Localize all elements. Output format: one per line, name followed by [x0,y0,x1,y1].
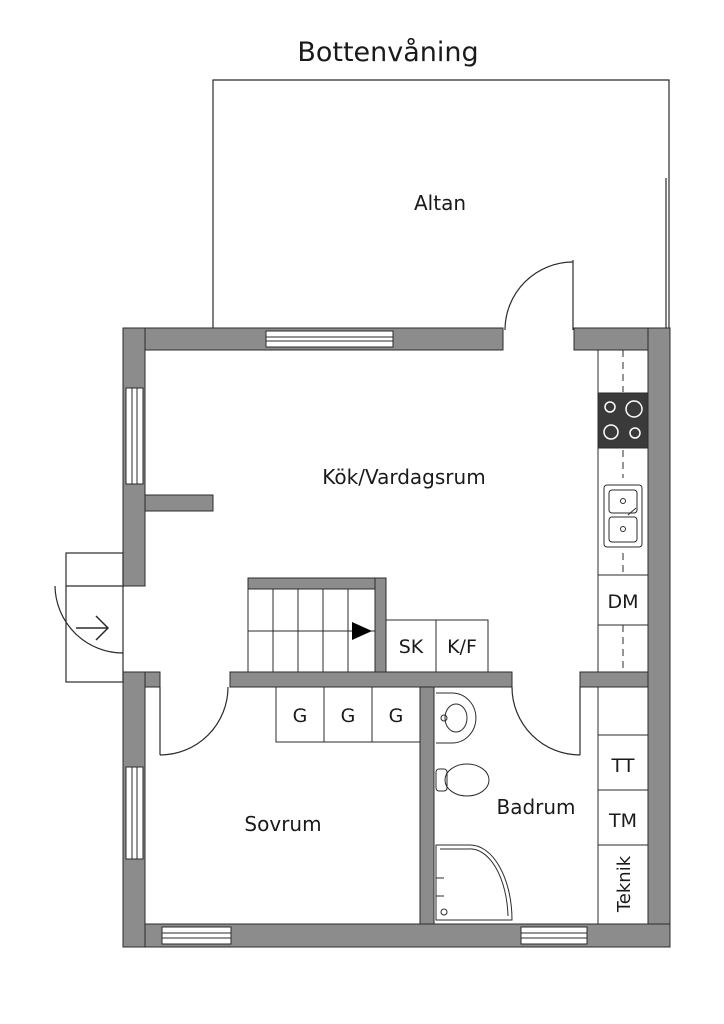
window-left-bedroom [125,766,144,860]
wardrobe-label: G [341,705,356,727]
dishwasher-label: DM [607,591,638,613]
window-left-kitchen [125,387,144,485]
wardrobes [275,686,421,743]
toilet-icon [435,763,490,797]
window-bottom-bedroom [161,926,232,945]
room-label-altan: Altan [414,191,466,215]
exterior-walls [122,327,671,948]
washer-label: TT [611,755,635,777]
kitchen-sink-icon [603,484,643,548]
door-bedroom [159,686,229,756]
pantry-label: SK [399,636,424,658]
window-top [265,330,394,348]
interior-walls [144,494,649,925]
plan-title: Bottenvåning [297,37,478,68]
windows [125,330,588,945]
door-bathroom [511,686,581,756]
wardrobe-label: G [389,705,404,727]
wardrobe-label: G [293,705,308,727]
room-label-bathroom: Badrum [496,795,575,819]
room-label-kitchen-living: Kök/Vardagsrum [322,465,485,489]
arrow-icon [76,615,110,641]
shower-icon [435,844,513,921]
altan-outline [212,79,670,330]
dryer-label: TM [608,810,637,832]
door-altan [504,260,574,331]
fridge-freezer-label: K/F [447,636,477,658]
doors [54,260,581,756]
stove-icon [597,392,649,449]
washbasin-icon [436,692,477,744]
window-bottom-bath [520,926,588,945]
stair-direction-icon [352,622,372,640]
staircase [247,588,376,673]
laundry-column [597,687,648,924]
room-label-bedroom: Sovrum [244,812,321,836]
door-entrance [54,552,124,683]
technical-label: Teknik [614,855,635,913]
appliance-boxes [385,619,489,673]
